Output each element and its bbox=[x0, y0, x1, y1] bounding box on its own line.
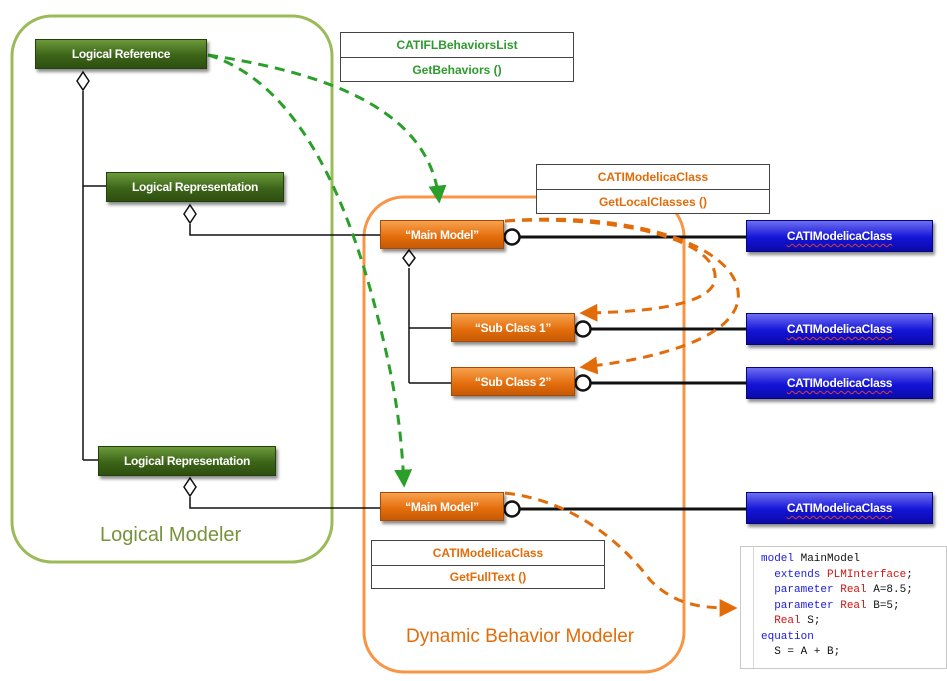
representation-2-link bbox=[189, 497, 380, 509]
interface-method: GetLocalClasses () bbox=[537, 189, 769, 214]
modelica-code-snippet: model MainModel extends PLMInterface; pa… bbox=[740, 546, 947, 669]
code-line: extends PLMInterface; bbox=[741, 568, 946, 584]
code-token: PLMInterface bbox=[827, 568, 907, 581]
code-token: equation bbox=[761, 630, 814, 643]
code-token: A=8.5; bbox=[873, 584, 913, 596]
catimodelicaclass-box-2[interactable]: CATIModelicaClass bbox=[746, 313, 933, 345]
logical-reference-box[interactable]: Logical Reference bbox=[35, 39, 207, 69]
code-token: S; bbox=[807, 615, 821, 627]
behaviors-arrow-2 bbox=[207, 53, 413, 488]
main-model-box-2[interactable]: “Main Model” bbox=[380, 492, 504, 521]
interface-name: CATIFLBehaviorsList bbox=[396, 38, 518, 52]
composition-diamond-main-model bbox=[402, 248, 416, 268]
interface-name: CATIModelicaClass bbox=[597, 170, 709, 184]
code-line: Real S; bbox=[741, 614, 946, 630]
code-token: Real bbox=[774, 615, 808, 627]
interface-name: CATIModelicaClass bbox=[432, 545, 544, 560]
composition-diamond-logical-reference bbox=[76, 70, 90, 92]
code-line: parameter Real B=5; bbox=[741, 599, 946, 615]
code-token: MainModel bbox=[800, 553, 861, 565]
local-classes-arrow-2 bbox=[504, 217, 740, 375]
logical-representation-box-1[interactable]: Logical Representation bbox=[106, 172, 284, 202]
code-token: extends bbox=[774, 568, 828, 581]
dynamic-behavior-modeler-label: Dynamic Behavior Modeler bbox=[406, 626, 635, 647]
code-line: equation bbox=[741, 630, 946, 646]
code-token bbox=[761, 569, 774, 581]
code-token: parameter bbox=[774, 599, 841, 612]
code-token: Real bbox=[840, 599, 874, 612]
logical-representation-box-2[interactable]: Logical Representation bbox=[98, 446, 276, 476]
code-lines: model MainModel extends PLMInterface; pa… bbox=[741, 552, 946, 661]
composition-diamond-representation-2 bbox=[183, 476, 197, 498]
catimodelicaclass-box-1[interactable]: CATIModelicaClass bbox=[746, 220, 933, 252]
local-classes-arrow-1 bbox=[504, 218, 717, 322]
getfulltext-interface: CATIModelicaClass GetFullText () bbox=[371, 540, 605, 589]
code-token: B=5; bbox=[873, 599, 900, 612]
catiflbehaviorslist-interface: CATIFLBehaviorsList GetBehaviors () bbox=[340, 32, 574, 82]
code-line: parameter Real A=8.5; bbox=[741, 583, 946, 599]
code-token bbox=[761, 600, 774, 612]
getlocalclasses-interface: CATIModelicaClass GetLocalClasses () bbox=[536, 164, 770, 214]
code-token bbox=[761, 584, 774, 596]
code-line: S = A + B; bbox=[741, 645, 946, 661]
code-gutter bbox=[753, 547, 754, 668]
logical-modeler-container bbox=[10, 14, 334, 564]
full-text-arrow bbox=[504, 491, 738, 617]
logical-modeler-label: Logical Modeler bbox=[100, 524, 242, 546]
dynamic-behavior-modeler-container bbox=[362, 195, 686, 674]
representation-1-link bbox=[189, 224, 380, 236]
interface-method: GetBehaviors () bbox=[341, 57, 573, 82]
code-line: model MainModel bbox=[741, 552, 946, 568]
logical-tree-connector bbox=[82, 91, 106, 461]
main-model-box-1[interactable]: “Main Model” bbox=[380, 220, 504, 249]
code-token: parameter bbox=[774, 584, 841, 596]
code-token: Real bbox=[840, 584, 874, 596]
code-token: ; bbox=[906, 568, 913, 581]
code-token: S = A + B; bbox=[761, 646, 841, 658]
sub-class-2-box[interactable]: “Sub Class 2” bbox=[451, 367, 575, 396]
catimodelicaclass-box-3[interactable]: CATIModelicaClass bbox=[746, 367, 933, 399]
behaviors-arrow-1 bbox=[207, 53, 447, 204]
composition-diamond-representation-1 bbox=[183, 203, 197, 225]
main-model-tree-connector bbox=[408, 268, 451, 384]
interface-lollipops bbox=[503, 228, 746, 518]
code-token bbox=[761, 615, 774, 627]
interface-method: GetFullText () bbox=[372, 564, 604, 590]
catimodelicaclass-box-4[interactable]: CATIModelicaClass bbox=[746, 492, 933, 524]
code-token: model bbox=[761, 553, 801, 565]
sub-class-1-box[interactable]: “Sub Class 1” bbox=[451, 313, 575, 342]
